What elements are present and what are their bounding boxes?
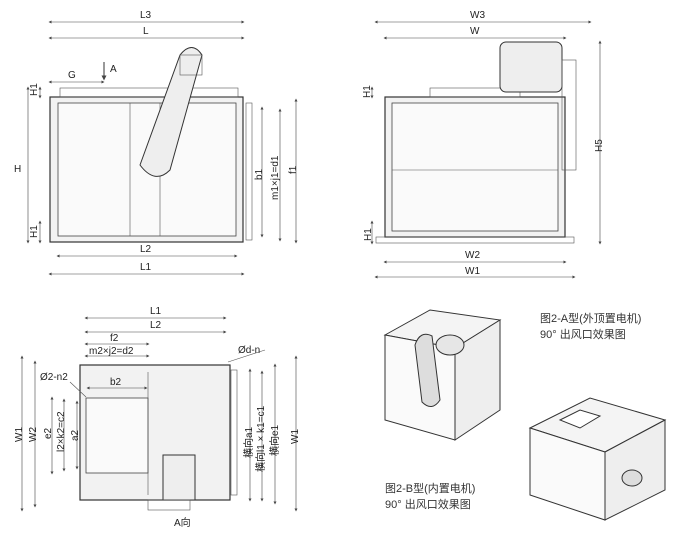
dim-G: G xyxy=(68,70,76,81)
dim-A: A xyxy=(110,64,117,75)
label-A-direction: A向 xyxy=(174,516,191,529)
dim-L3: L3 xyxy=(140,10,152,21)
dim-b1: b1 xyxy=(254,168,265,180)
dim-e2: e2 xyxy=(43,427,54,439)
motor xyxy=(499,41,563,93)
side-view: W3 W H1 H5 H1 W2 W1 xyxy=(362,10,605,279)
dim-b2: b2 xyxy=(110,377,122,388)
dim-m1j1: m1×j1=d1 xyxy=(270,155,281,200)
label-d2-n2: Ø2-n2 xyxy=(40,372,68,383)
dim-a1: 横向a1 xyxy=(242,426,255,458)
dim-W3: W3 xyxy=(470,10,485,21)
dim-H1-top: H1 xyxy=(29,83,40,96)
dim-W: W xyxy=(470,26,480,37)
dim-L2: L2 xyxy=(140,244,152,255)
caption-type-b-title: 图2-B型(内置电机) xyxy=(385,481,475,495)
dim-e1: 横向e1 xyxy=(268,424,281,456)
dim-H5: H5 xyxy=(594,139,605,152)
plan-view: L1 L2 f2 m2×j2=d2 Ød-n Ø2-n2 b2 W1 W2 e2… xyxy=(14,306,301,529)
dim-L2-plan: L2 xyxy=(150,320,162,331)
dim-W2-plan: W2 xyxy=(28,427,39,442)
dim-l2k2: l2×k2=c2 xyxy=(56,411,67,452)
dim-W2: W2 xyxy=(465,250,480,261)
dim-f1: f1 xyxy=(288,165,299,174)
dim-W1: W1 xyxy=(465,266,480,277)
dim-W1-left: W1 xyxy=(14,427,25,442)
dim-L1: L1 xyxy=(140,262,152,273)
dim-H1-bottom-side: H1 xyxy=(363,228,374,241)
label-d-n: Ød-n xyxy=(238,345,260,356)
dim-H: H xyxy=(14,164,21,175)
dim-W1-right: W1 xyxy=(290,429,301,444)
caption-type-b-subtitle: 90° 出风口效果图 xyxy=(385,497,471,511)
dim-m2j2: m2×j2=d2 xyxy=(89,346,134,357)
dim-f2: f2 xyxy=(110,333,119,344)
isometric-type-a xyxy=(383,309,502,441)
dim-L1-plan: L1 xyxy=(150,306,162,317)
belt-guard xyxy=(139,47,203,177)
dim-l1k1: 横向l1 × k1=c1 xyxy=(254,405,267,472)
dim-L: L xyxy=(143,26,149,37)
dim-a2: a2 xyxy=(70,429,81,441)
motor-plan xyxy=(162,454,196,501)
caption-type-a-subtitle: 90° 出风口效果图 xyxy=(540,327,626,341)
caption-type-a-title: 图2-A型(外顶置电机) xyxy=(540,311,641,325)
front-view: L3 L G A H1 H H1 b1 m1×j1=d1 f1 L2 L1 xyxy=(14,10,299,276)
dim-H1-top-side: H1 xyxy=(362,85,373,98)
dim-H1-bottom: H1 xyxy=(29,225,40,238)
isometric-type-b xyxy=(528,397,667,521)
